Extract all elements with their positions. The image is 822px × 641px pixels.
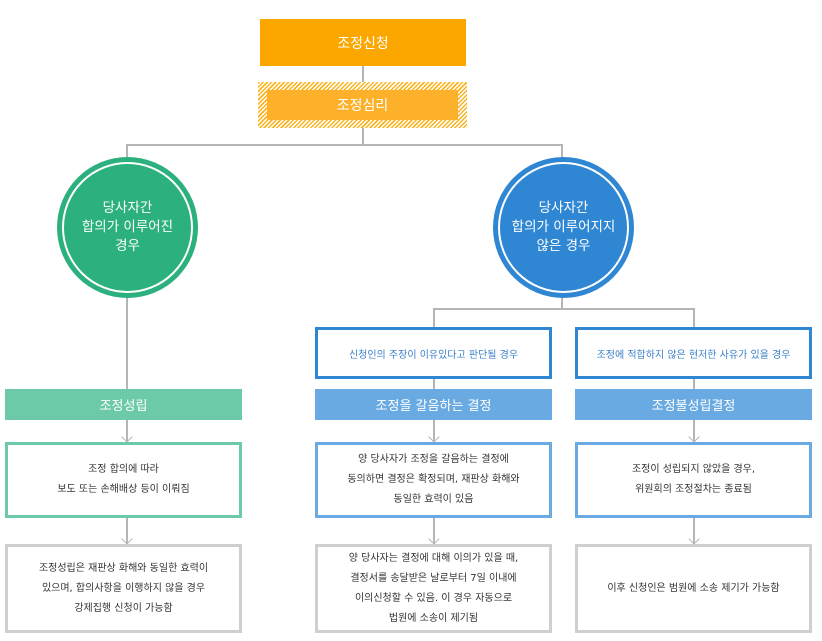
bar-label: 조정성립 [99,399,148,414]
arrow-down-icon [688,533,700,545]
bar-decision-in-lieu: 조정을 갈음하는 결정 [315,389,552,420]
box-text: 조정성립은 재판상 화해와 동일한 효력이 있으며, 합의사항을 이행하지 않을… [39,559,208,619]
box-text: 조정 합의에 따라 보도 또는 손해배상 등이 이뤄짐 [57,460,189,500]
box-mediation-failed-result: 조정이 성립되지 않았을 경우, 위원회의 조정절차는 종료됨 [575,442,812,518]
box-text-line: 조정이 성립되지 않았을 경우, [631,464,756,475]
node-mediation-review: 조정심리 [267,90,458,120]
node-label: 조정심리 [336,98,389,114]
connector-disagree-down [561,297,563,309]
arrow-down-icon [688,431,700,443]
bar-label: 조정을 갈음하는 결정 [375,399,492,414]
bar-label: 조정불성립결정 [651,399,736,414]
bar-mediation-established: 조정성립 [5,389,242,420]
connector-col2-bar-box1 [433,420,435,442]
box-decision-in-lieu-result: 양 당사자가 조정을 갈음하는 결정에 동의하면 결정은 확정되며, 재판상 화… [315,442,552,518]
box-text-line: 결정서를 송달받은 날로부터 7일 이내에 [350,572,517,584]
arrow-down-icon [428,431,440,443]
condition-text: 조정에 적합하지 않은 현저한 사유가 있을 경우 [596,349,791,361]
box-decision-objection: 양 당사자는 결정에 대해 이의가 있을 때, 결정서를 송달받은 날로부터 7… [315,544,552,633]
connector-apply-review [362,66,364,82]
arrow-down-icon [121,431,133,443]
box-text-line: 양 당사자가 조정을 갈음하는 결정에 [358,454,509,465]
circle-text-line: 합의가 이루어지지 [511,219,616,235]
connector-disagree-horizontal [433,308,695,310]
node-label: 조정신청 [337,35,389,52]
node-mediation-application: 조정신청 [260,19,466,66]
connector-split-horizontal [126,144,563,146]
box-text-line: 있으며, 합의사항을 이행하지 않을 경우 [41,582,206,594]
circle-text-line: 경우 [115,238,140,254]
box-agree-effect: 조정성립은 재판상 화해와 동일한 효력이 있으며, 합의사항을 이행하지 않을… [5,544,242,633]
connector-to-agree [126,144,128,158]
connector-to-cond-2 [693,308,695,328]
connector-col1-box1-box2 [126,518,128,544]
box-text-line: 위원회의 조정절차는 종료됨 [635,484,752,495]
box-text-line: 동의하면 결정은 확정되며, 재판상 화해와 [347,474,520,485]
circle-agreement-reached: 당사자간 합의가 이루어진 경우 [57,157,198,298]
circle-text: 당사자간 합의가 이루어진 경우 [82,199,173,256]
connector-col1-bar-box1 [126,420,128,442]
box-text: 조정이 성립되지 않았을 경우, 위원회의 조정절차는 종료됨 [632,460,755,500]
box-text: 양 당사자는 결정에 대해 이의가 있을 때, 결정서를 송달받은 날로부터 7… [349,549,518,629]
box-text-line: 조정 합의에 따라 [88,464,159,475]
circle-ring [62,162,193,293]
box-text-line: 양 당사자는 결정에 대해 이의가 있을 때, [348,552,519,564]
connector-to-cond-1 [433,308,435,328]
connector-cond2-bar [693,378,695,389]
connector-agree-to-bar [126,297,128,389]
connector-to-disagree [561,144,563,158]
arrow-down-icon [428,533,440,545]
connector-review-down [362,128,364,145]
condition-claim-justified: 신청인의 주장이 이유있다고 판단될 경우 [315,327,552,379]
condition-unsuitable-reason: 조정에 적합하지 않은 현저한 사유가 있을 경우 [575,327,812,379]
box-text: 양 당사자가 조정을 갈음하는 결정에 동의하면 결정은 확정되며, 재판상 화… [347,450,519,510]
circle-text: 당사자간 합의가 이루어지지 않은 경우 [512,199,616,256]
connector-col2-box1-box2 [433,517,435,544]
box-text-line: 동일한 효력이 있음 [393,494,474,505]
connector-col3-bar-box1 [693,420,695,442]
box-text-line: 이의신청할 수 있음. 이 경우 자동으로 [354,592,513,604]
box-text-line: 강제집행 신청이 가능함 [74,602,173,614]
condition-text: 신청인의 주장이 이유있다고 판단될 경우 [348,349,519,361]
box-text-line: 법원에 소송이 제기됨 [388,612,479,624]
circle-text-line: 당사자간 [102,200,153,216]
box-text-line: 조정성립은 재판상 화해와 동일한 효력이 [38,562,209,574]
connector-cond1-bar [433,378,435,389]
circle-text-line: 않은 경우 [536,238,591,254]
circle-ring [498,162,629,293]
bar-mediation-failed: 조정불성립결정 [575,389,812,420]
box-lawsuit-possible: 이후 신청인은 범원에 소송 제기가 가능함 [575,544,812,633]
box-text-line: 이후 신청인은 범원에 소송 제기가 가능함 [607,582,780,594]
connector-col3-box1-box2 [693,517,695,544]
circle-agreement-not-reached: 당사자간 합의가 이루어지지 않은 경우 [493,157,634,298]
circle-text-line: 합의가 이루어진 [81,219,174,235]
box-text-line: 보도 또는 손해배상 등이 이뤄짐 [57,484,190,495]
circle-text-line: 당사자간 [538,200,589,216]
arrow-down-icon [121,533,133,545]
box-text: 이후 신청인은 범원에 소송 제기가 가능함 [607,579,779,599]
box-agree-result: 조정 합의에 따라 보도 또는 손해배상 등이 이뤄짐 [5,442,242,518]
